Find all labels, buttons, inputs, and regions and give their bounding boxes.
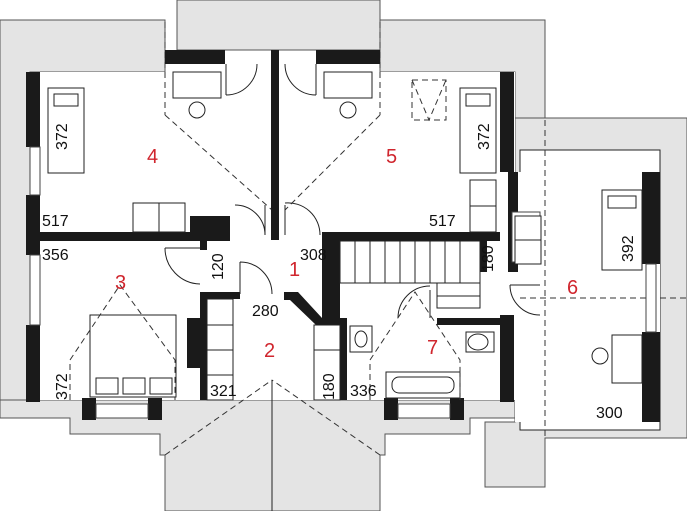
wall-left-upper bbox=[26, 72, 40, 147]
room-label-2: 2 bbox=[264, 340, 275, 362]
room-5-furniture bbox=[323, 71, 497, 233]
wall-right-lower bbox=[500, 315, 514, 402]
dim-room7-336: 336 bbox=[350, 383, 377, 400]
room-label-7: 7 bbox=[427, 337, 438, 359]
room-6-furniture bbox=[514, 189, 643, 384]
hip-left bbox=[164, 114, 273, 211]
room-7-fixtures bbox=[349, 291, 495, 400]
dim-room5-width: 517 bbox=[429, 213, 456, 230]
wall-bath-top bbox=[437, 318, 500, 325]
pillow-room3-c bbox=[149, 377, 173, 395]
wall-left-mid bbox=[26, 195, 40, 255]
room-label-1: 1 bbox=[289, 259, 300, 281]
door-annex bbox=[509, 284, 541, 316]
desk-room5 bbox=[323, 71, 373, 99]
door-room2 bbox=[239, 261, 273, 295]
pillow-room3-b bbox=[122, 377, 146, 395]
wall-room2-left bbox=[200, 292, 207, 400]
room-label-4: 4 bbox=[147, 146, 158, 168]
pillow-room6 bbox=[607, 195, 637, 209]
desk-room6 bbox=[611, 334, 643, 384]
window-bottom-left bbox=[95, 403, 149, 419]
roof-bottom bbox=[0, 399, 516, 511]
wall-room2-right bbox=[340, 318, 347, 400]
wall-bottom-right bbox=[384, 398, 398, 420]
chair-room6 bbox=[591, 347, 609, 365]
wall-rooms-45-bottom-right bbox=[322, 232, 500, 241]
wall-bottom-right2 bbox=[450, 398, 464, 420]
wall-room2-left-stub bbox=[187, 318, 200, 368]
wall-bottom-left bbox=[82, 398, 96, 420]
wall-partition-center bbox=[271, 50, 279, 240]
dim-stairs-180: 180 bbox=[480, 245, 497, 272]
room-numbers: 1 2 3 4 5 6 7 bbox=[115, 146, 578, 362]
wall-landing bbox=[322, 232, 340, 320]
dim-hall-308: 308 bbox=[300, 247, 327, 264]
tv-stand-room4 bbox=[190, 216, 230, 232]
wardrobe-room2-right bbox=[313, 324, 341, 401]
chair-room5 bbox=[339, 101, 357, 119]
dim-hall-120: 120 bbox=[210, 253, 227, 280]
wall-annex-right-bot bbox=[642, 332, 660, 422]
window-annex-right bbox=[645, 263, 657, 333]
room-label-5: 5 bbox=[386, 146, 397, 168]
dim-room6-300: 300 bbox=[596, 405, 623, 422]
dim-room3-top: 356 bbox=[42, 247, 69, 264]
exterior-walls bbox=[26, 50, 660, 422]
hip-bottom-left bbox=[164, 379, 273, 456]
stairs-outline bbox=[339, 240, 481, 284]
dim-room5-bed: 372 bbox=[476, 123, 493, 150]
staircase bbox=[339, 240, 481, 309]
room-label-3: 3 bbox=[115, 272, 126, 294]
window-bottom-right bbox=[397, 403, 451, 419]
door-room3 bbox=[164, 247, 201, 285]
dim-room3-bottom: 372 bbox=[54, 373, 71, 400]
dim-room2-321: 321 bbox=[210, 383, 237, 400]
window-left-lower bbox=[29, 254, 41, 326]
dim-room6-bed: 392 bbox=[620, 235, 637, 262]
door-room4-top bbox=[225, 63, 258, 96]
roof-dormer-top bbox=[176, 0, 381, 51]
wall-left-lower bbox=[26, 325, 40, 402]
wall-top-right bbox=[316, 50, 380, 64]
door-room5-top bbox=[284, 63, 317, 96]
pillow-room5 bbox=[465, 93, 491, 107]
dim-room2-180: 180 bbox=[321, 373, 338, 400]
desk-room4 bbox=[172, 71, 222, 99]
wall-hall-diagonal bbox=[284, 292, 340, 325]
wall-stairs-right bbox=[480, 232, 487, 272]
wall-right-upper bbox=[500, 72, 514, 172]
door-room5 bbox=[284, 202, 321, 236]
hip-bottom-right bbox=[271, 379, 381, 456]
dimension-labels: 372 517 372 517 356 372 120 308 280 321 … bbox=[42, 123, 637, 422]
doors bbox=[164, 63, 541, 319]
chair-room4 bbox=[188, 101, 206, 119]
pillow-room4 bbox=[53, 93, 79, 107]
pillow-room3-a bbox=[95, 377, 119, 395]
door-room7 bbox=[397, 285, 431, 319]
room-3-furniture bbox=[69, 284, 177, 400]
wall-rooms-45-bottom-left bbox=[40, 232, 230, 241]
dim-room4-width: 517 bbox=[42, 213, 69, 230]
wall-room2-top bbox=[200, 292, 240, 299]
wall-bottom-left2 bbox=[148, 398, 162, 420]
dim-room4-bed: 372 bbox=[54, 123, 71, 150]
room-4-furniture bbox=[47, 71, 230, 233]
roof-ridge-lines bbox=[164, 22, 687, 511]
hip-right bbox=[284, 114, 381, 211]
door-room4 bbox=[234, 204, 266, 236]
room-label-6: 6 bbox=[567, 277, 578, 299]
window-left-upper bbox=[29, 146, 41, 196]
dim-hall-280: 280 bbox=[252, 303, 279, 320]
wall-room3-right bbox=[200, 240, 207, 250]
interior-walls bbox=[40, 50, 500, 400]
wall-top-left bbox=[165, 50, 225, 64]
room-2-furniture bbox=[206, 298, 341, 401]
wall-annex-right-top bbox=[642, 172, 660, 264]
